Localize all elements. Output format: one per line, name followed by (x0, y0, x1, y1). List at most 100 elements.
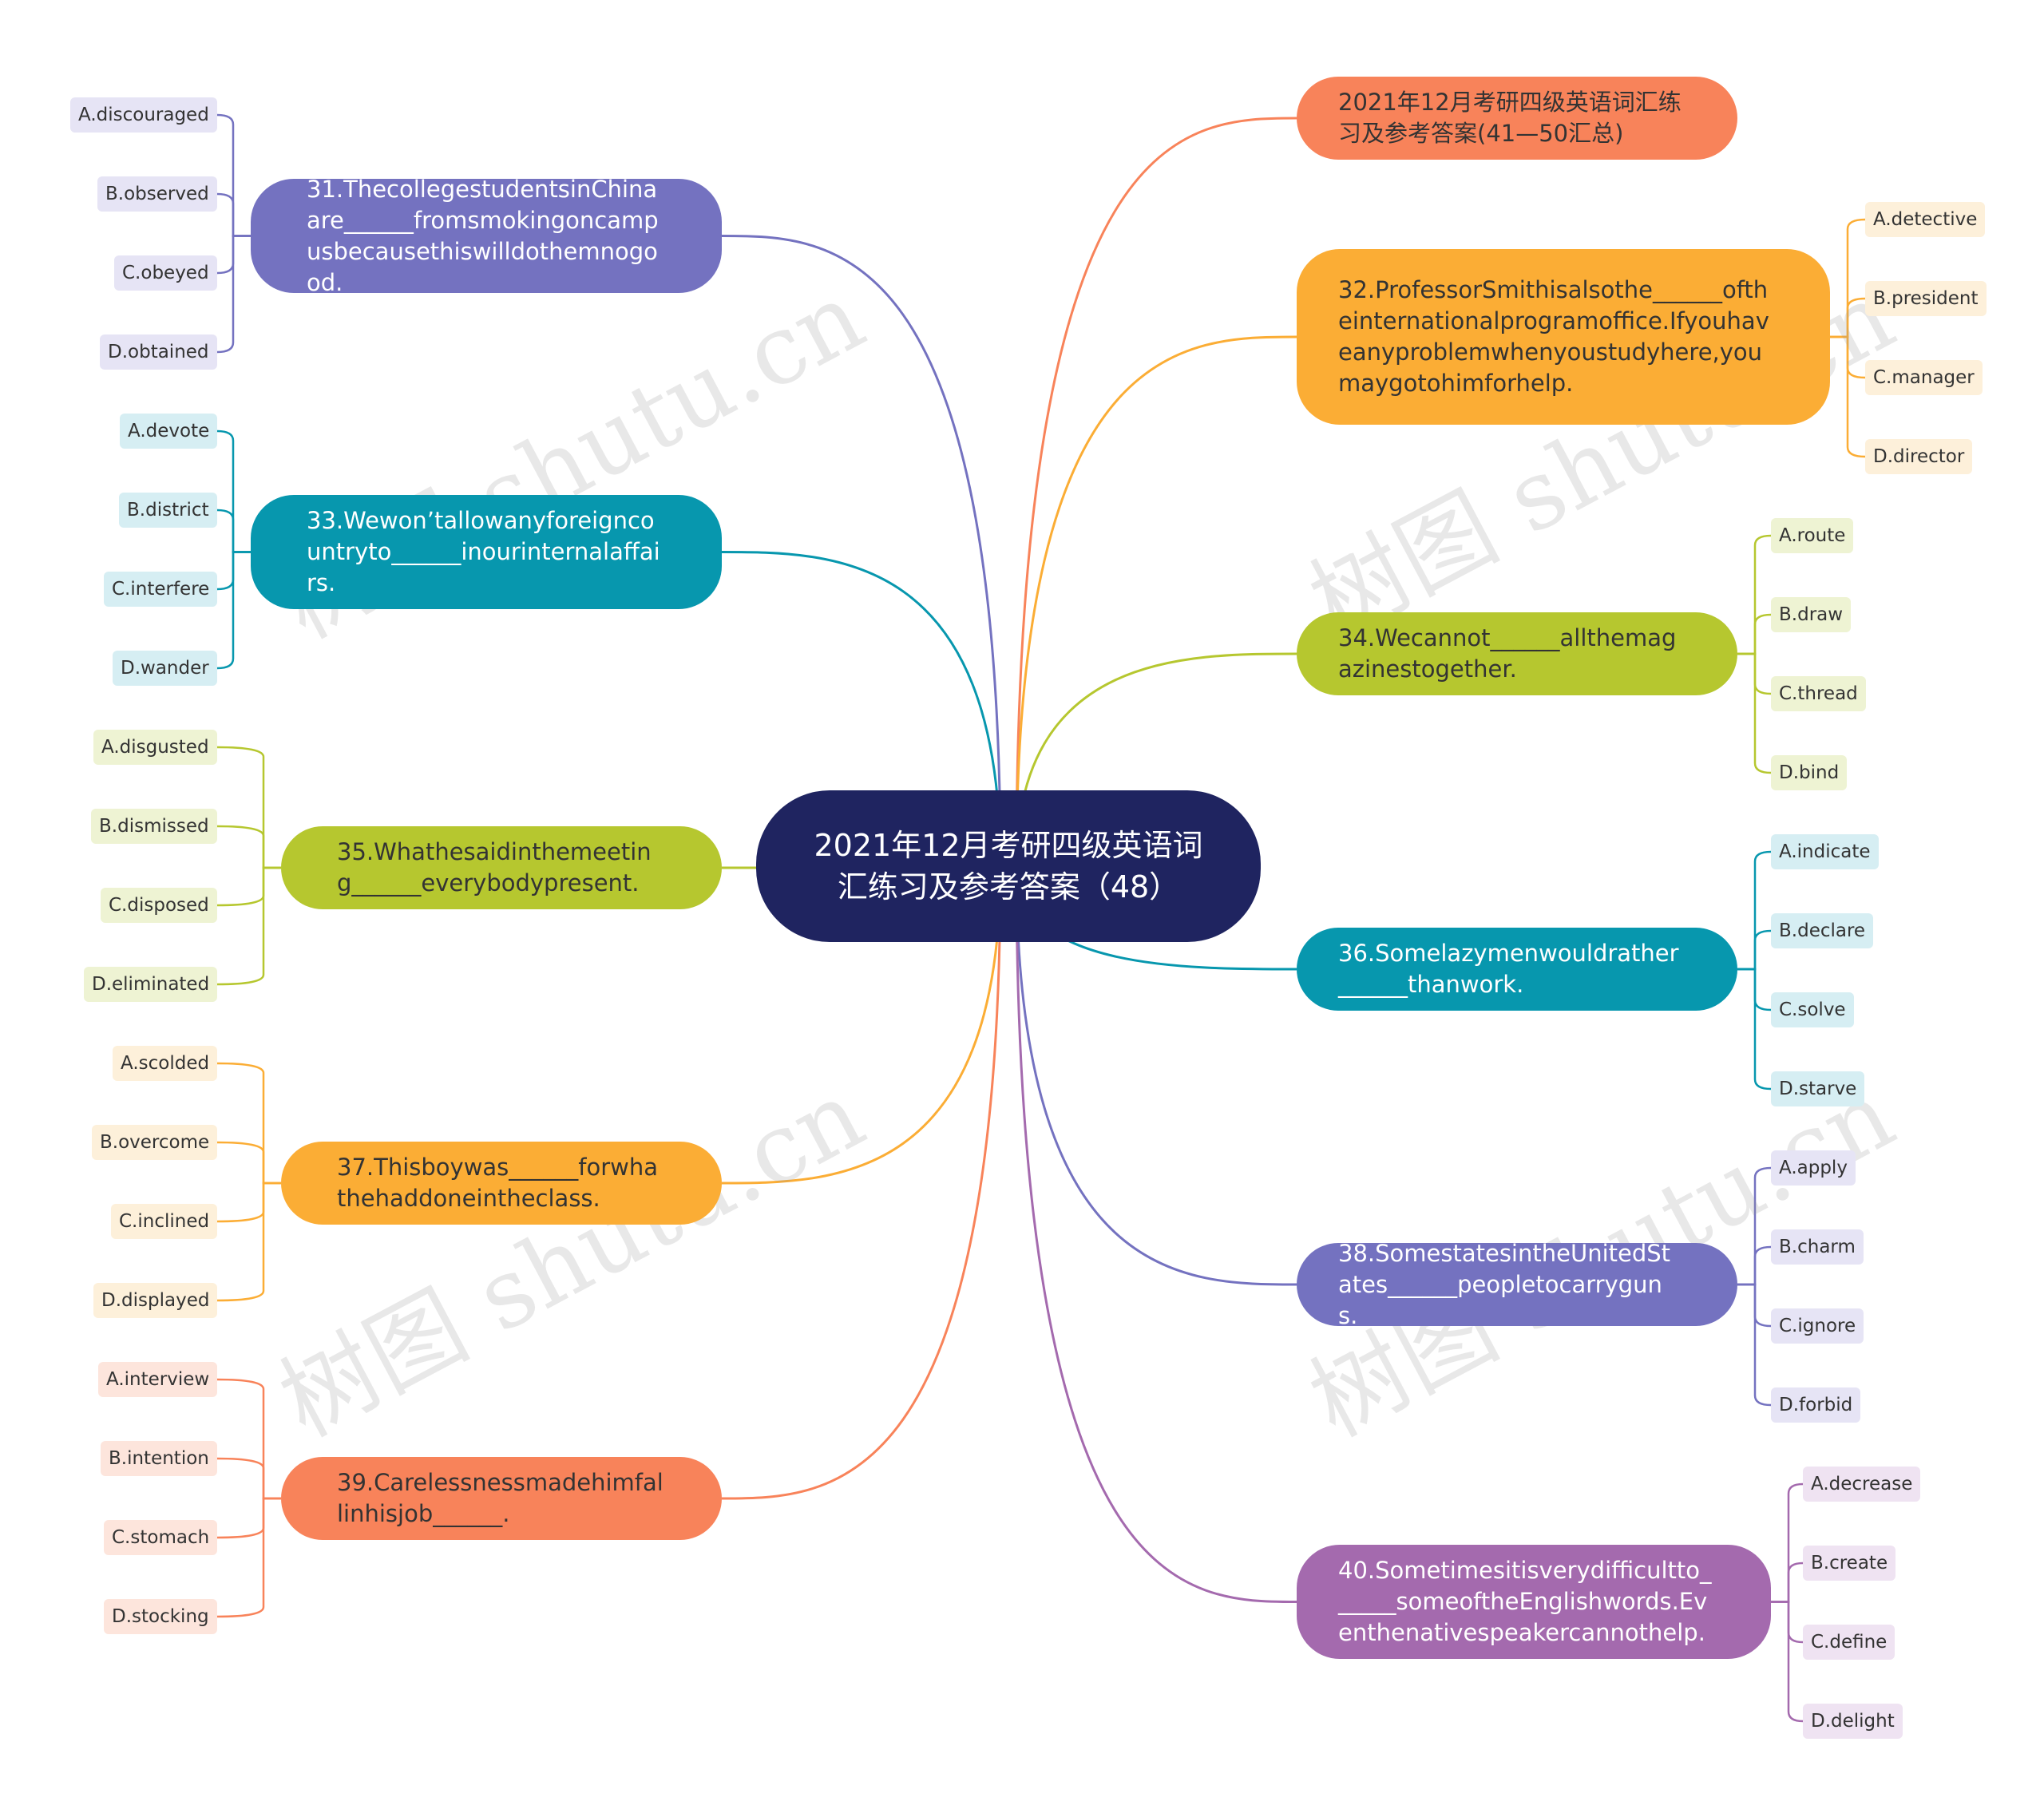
connector-line (216, 113, 251, 237)
option-q34-d[interactable]: D.bind (1771, 755, 1848, 790)
option-q39-d[interactable]: D.stocking (104, 1599, 217, 1634)
option-q40-d[interactable]: D.delight (1803, 1704, 1903, 1739)
connector-line (1830, 335, 1866, 458)
option-q37-c[interactable]: C.inclined (111, 1204, 218, 1239)
connector-line (216, 1457, 281, 1500)
topic-q32[interactable]: 32.ProfessorSmithisalsothe______oftheint… (1297, 249, 1830, 425)
topic-label: 31.ThecollegestudentsinChinaare______fro… (307, 175, 659, 296)
topic-label: 32.ProfessorSmithisalsothe______oftheint… (1338, 276, 1769, 397)
option-q38-c[interactable]: C.ignore (1771, 1308, 1864, 1344)
option-q31-a[interactable]: A.discouraged (70, 97, 217, 133)
connector-line (1737, 652, 1772, 774)
connector-line (1015, 117, 1297, 867)
topic-q38[interactable]: 38.SomestatesintheUnitedStates______peop… (1297, 1240, 1737, 1329)
connector-line (1737, 968, 1772, 1091)
option-q35-b[interactable]: B.dismissed (91, 809, 217, 844)
topic-q39[interactable]: 39.Carelessnessmadehimfallinhisjob______… (281, 1457, 722, 1540)
topic-q35[interactable]: 35.Whathesaidinthemeeting______everybody… (281, 826, 722, 909)
connector-line (1830, 218, 1866, 338)
connector-line (1737, 850, 1772, 971)
option-q33-d[interactable]: D.wander (113, 651, 217, 686)
connector-line (1771, 1562, 1804, 1603)
option-q38-d[interactable]: D.forbid (1771, 1387, 1861, 1423)
option-q36-a[interactable]: A.indicate (1771, 834, 1879, 869)
option-q35-a[interactable]: A.disgusted (93, 730, 217, 765)
connector-line (216, 1141, 281, 1185)
topic-label: 37.Thisboywas______forwhathehaddoneinthe… (337, 1154, 659, 1212)
option-q39-b[interactable]: B.intention (101, 1441, 217, 1476)
option-q34-c[interactable]: C.thread (1771, 676, 1866, 711)
connector-line (216, 746, 281, 869)
option-q36-b[interactable]: B.declare (1771, 913, 1874, 948)
topic-label: 35.Whathesaidinthemeeting______everybody… (337, 838, 652, 897)
topic-q34[interactable]: 34.Wecannot______allthemagazinestogether… (1297, 612, 1737, 695)
root-topic[interactable]: 2021年12月考研四级英语词汇练习及参考答案（48） (756, 790, 1261, 942)
connector-line (1737, 534, 1772, 655)
connector-line (1015, 865, 1297, 1286)
option-q39-c[interactable]: C.stomach (104, 1520, 218, 1555)
option-q40-a[interactable]: A.decrease (1803, 1467, 1921, 1502)
topic-label: 36.Somelazymenwouldrather______thanwork. (1338, 940, 1679, 998)
connector-line (216, 1182, 281, 1302)
connector-line (1771, 1601, 1804, 1644)
connector-line (216, 1182, 281, 1223)
connector-line (1015, 335, 1297, 867)
topic-label: 2021年12月考研四级英语词汇练习及参考答案(41—50汇总) (1338, 89, 1682, 147)
connector-line (216, 235, 251, 354)
option-q32-d[interactable]: D.director (1865, 439, 1973, 474)
connector-line (216, 866, 281, 986)
option-q32-b[interactable]: B.president (1865, 281, 1987, 316)
topic-q40[interactable]: 40.Sometimesitisverydifficultto______som… (1297, 1545, 1771, 1659)
topic-label: 39.Carelessnessmadehimfallinhisjob______… (337, 1469, 664, 1527)
connector-line (1830, 297, 1866, 338)
connector-line (216, 551, 251, 670)
connector-line (721, 865, 1002, 1500)
connector-line (1737, 613, 1772, 655)
connector-line (1015, 865, 1297, 1603)
topic-link[interactable]: 2021年12月考研四级英语词汇练习及参考答案(41—50汇总) (1297, 77, 1737, 160)
topic-label: 33.Wewon’tallowanyforeigncountryto______… (307, 507, 660, 596)
option-q32-c[interactable]: C.manager (1865, 360, 1983, 395)
option-q37-a[interactable]: A.scolded (113, 1046, 218, 1081)
connector-line (216, 509, 251, 553)
option-q33-a[interactable]: A.devote (120, 414, 218, 449)
option-q35-d[interactable]: D.eliminated (84, 967, 218, 1002)
topic-q36[interactable]: 36.Somelazymenwouldrather______thanwork. (1297, 928, 1737, 1011)
connector-line (1771, 1601, 1804, 1723)
connector-line (1015, 652, 1297, 867)
option-q38-b[interactable]: B.charm (1771, 1229, 1864, 1265)
topic-q31[interactable]: 31.ThecollegestudentsinChinaare______fro… (251, 176, 722, 296)
root-topic-label: 2021年12月考研四级英语词汇练习及参考答案（48） (814, 828, 1203, 904)
option-q40-b[interactable]: B.create (1803, 1546, 1896, 1581)
connector-line (721, 551, 1002, 867)
option-q31-d[interactable]: D.obtained (100, 334, 217, 370)
connector-line (721, 865, 1002, 1185)
topic-q33[interactable]: 33.Wewon’tallowanyforeigncountryto______… (251, 495, 722, 609)
option-q34-b[interactable]: B.draw (1771, 597, 1852, 632)
connector-line (216, 192, 251, 237)
connector-line (1737, 929, 1772, 971)
option-q39-a[interactable]: A.interview (98, 1362, 218, 1397)
topic-label: 38.SomestatesintheUnitedStates______peop… (1338, 1239, 1671, 1329)
option-q31-b[interactable]: B.observed (97, 176, 217, 212)
option-q40-c[interactable]: C.define (1803, 1625, 1895, 1660)
connector-line (1771, 1482, 1804, 1603)
option-q34-a[interactable]: A.route (1771, 518, 1854, 553)
option-q33-c[interactable]: C.interfere (104, 572, 218, 607)
connector-line (216, 825, 281, 869)
option-q37-d[interactable]: D.displayed (93, 1283, 218, 1318)
option-q35-c[interactable]: C.disposed (101, 888, 217, 923)
option-q36-c[interactable]: C.solve (1771, 992, 1854, 1027)
topic-q37[interactable]: 37.Thisboywas______forwhathehaddoneinthe… (281, 1142, 722, 1225)
connector-line (721, 235, 1002, 867)
option-q33-b[interactable]: B.district (119, 493, 217, 528)
option-q32-a[interactable]: A.detective (1865, 202, 1986, 237)
option-q38-a[interactable]: A.apply (1771, 1150, 1856, 1186)
topic-label: 40.Sometimesitisverydifficultto______som… (1338, 1557, 1712, 1646)
option-q36-d[interactable]: D.starve (1771, 1071, 1865, 1106)
option-q31-c[interactable]: C.obeyed (114, 255, 217, 291)
topic-label: 34.Wecannot______allthemagazinestogether… (1338, 624, 1677, 683)
connector-line (216, 1062, 281, 1185)
option-q37-b[interactable]: B.overcome (92, 1125, 218, 1160)
